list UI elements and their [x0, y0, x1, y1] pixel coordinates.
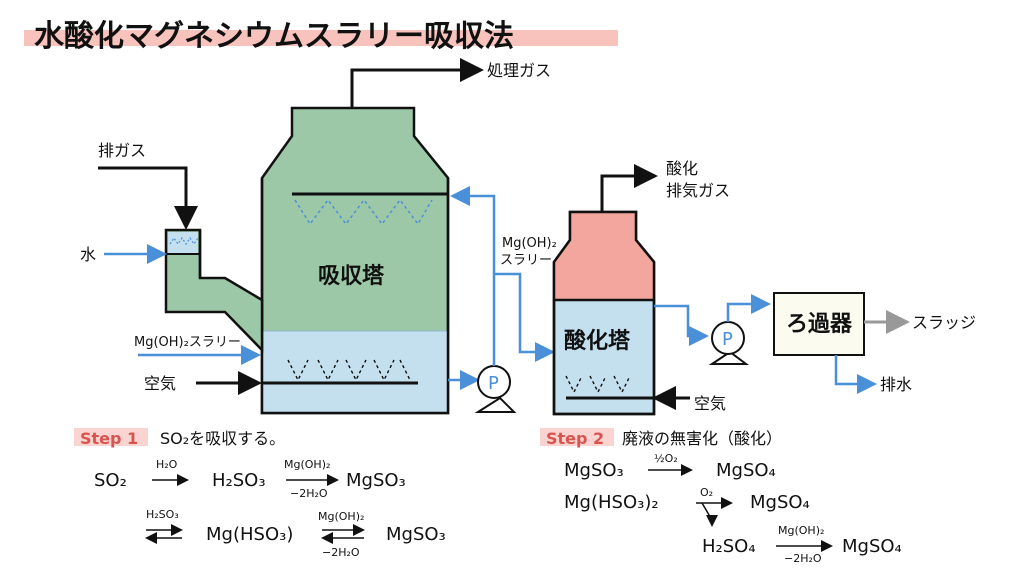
step2-desc: 廃液の無害化（酸化） [622, 429, 782, 448]
s2-eq3-a: H₂SO₄ [702, 536, 756, 557]
drain-line [834, 355, 877, 394]
s2-eq2-b: MgSO₄ [750, 492, 810, 513]
air-1-label: 空気 [144, 374, 176, 393]
pump-1-base [474, 396, 517, 413]
treated-gas-line [350, 58, 484, 108]
recycle-line [450, 186, 496, 366]
s2-eq2-arrow-top: O₂ [700, 486, 713, 499]
oxidizer-out-line [654, 304, 709, 346]
absorber-label: 吸収塔 [318, 264, 385, 289]
slurry-in-label: Mg(OH)₂スラリー [134, 335, 241, 350]
oxidizer-top [552, 210, 656, 302]
spray-pattern-top [294, 198, 433, 226]
inlet-water-box [168, 232, 198, 254]
filter-label: ろ過器 [786, 311, 853, 337]
oxid-gas-label-1: 酸化 [666, 159, 698, 178]
oxidizer-label: 酸化塔 [564, 328, 631, 354]
filter-box [773, 292, 865, 356]
eq2-mgso3: MgSO₃ [386, 524, 446, 545]
air-2-label: 空気 [694, 394, 726, 413]
eq2-arrow2-top: Mg(OH)₂ [318, 510, 364, 523]
eq1-so2: SO₂ [94, 470, 127, 491]
pump-2-out-line [726, 294, 771, 322]
eq2-arrow-top: H₂SO₃ [146, 508, 179, 521]
step2-tag: Step 2 [546, 429, 604, 448]
slurry-line-label-1: Mg(OH)₂ [502, 236, 557, 251]
oxid-gas-label-2: 排気ガス [666, 181, 730, 200]
drain-label: 排水 [880, 375, 912, 394]
step1-tag: Step 1 [80, 429, 138, 448]
eq1-mgso3: MgSO₃ [346, 470, 406, 491]
pump-2-label: P [722, 329, 733, 350]
oxid-gas-line [600, 164, 658, 212]
eq1-h2so3: H₂SO₃ [212, 470, 266, 491]
page-title: 水酸化マグネシウムスラリー吸収法 [34, 19, 514, 54]
step1-desc: SO₂を吸収する。 [160, 429, 285, 448]
s2-eq3-arrow-bottom: −2H₂O [784, 552, 822, 565]
sludge-label: スラッジ [912, 313, 976, 332]
water-label: 水 [80, 245, 96, 264]
eq2-arrow2-bottom: −2H₂O [322, 546, 360, 559]
s2-eq1-a: MgSO₃ [564, 460, 624, 481]
s2-eq1-arrow-top: ½O₂ [654, 452, 678, 465]
s2-eq1-b: MgSO₄ [716, 460, 776, 481]
absorber-liquid [263, 331, 447, 412]
pump-1-label: P [488, 373, 499, 394]
eq2-mghso3: Mg(HSO₃) [206, 524, 293, 545]
step2-highlight [540, 428, 614, 446]
slurry-to-oxidizer-line [494, 272, 555, 362]
exhaust-gas-label: 排ガス [98, 141, 146, 160]
s2-eq2-branch [701, 502, 718, 527]
slurry-line-label-2: スラリー [500, 253, 552, 268]
pump-2-base [708, 350, 749, 365]
s2-eq2-a: Mg(HSO₃)₂ [564, 492, 659, 513]
title-highlight [24, 30, 618, 46]
treated-gas-label: 処理ガス [487, 61, 551, 80]
step1-highlight [74, 428, 148, 446]
eq1-arrow2-top: Mg(OH)₂ [284, 458, 330, 471]
s2-eq3-arrow-top: Mg(OH)₂ [778, 524, 824, 537]
exhaust-gas-line [98, 166, 198, 230]
s2-eq3-b: MgSO₄ [842, 536, 902, 557]
eq1-arrow-top: H₂O [156, 458, 178, 471]
eq1-arrow2-bottom: −2H₂O [290, 487, 328, 500]
